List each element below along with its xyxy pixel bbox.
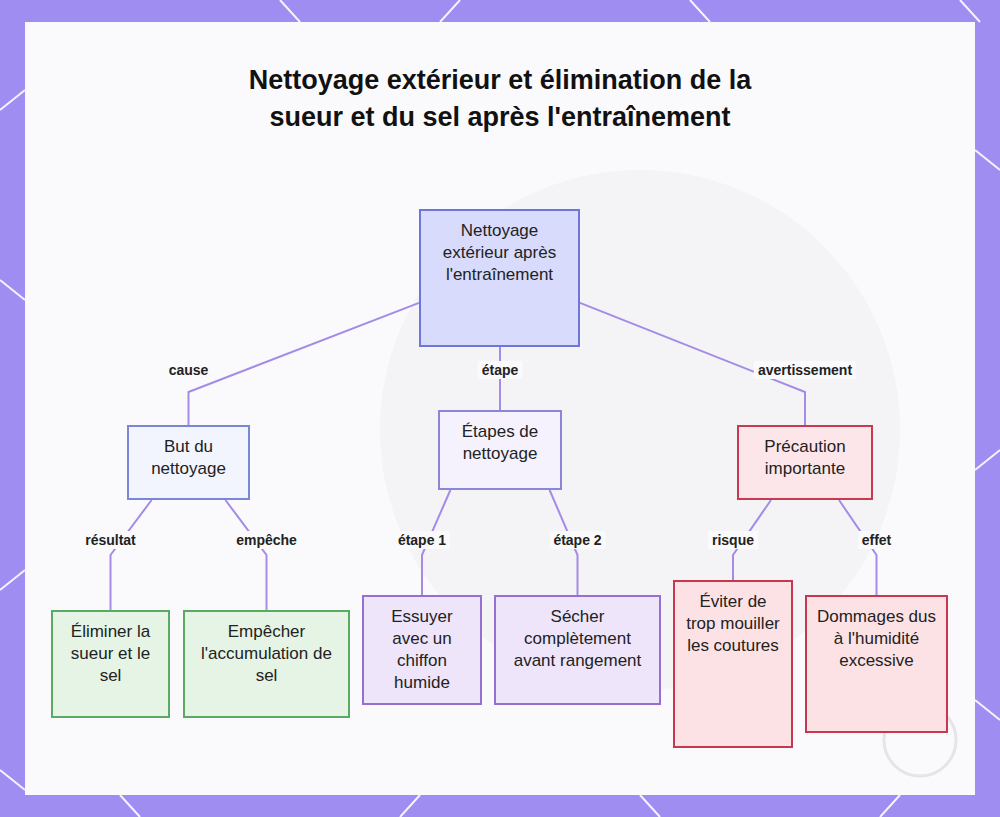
edge-label: étape 1: [394, 531, 450, 549]
warning-box: Précaution importante: [737, 425, 873, 500]
edge-label: risque: [708, 531, 758, 549]
edge-label: résultat: [81, 531, 140, 549]
risk-box: Éviter de trop mouiller les coutures: [673, 580, 793, 748]
edge-label: effet: [858, 531, 896, 549]
diagram-title: Nettoyage extérieur et élimination de la…: [230, 62, 770, 136]
edge-label: cause: [165, 361, 213, 379]
node-text: Sécher complètement avant rangement: [505, 606, 650, 672]
node-text: Précaution importante: [748, 436, 862, 480]
node-text: Nettoyage extérieur après l'entraînement: [430, 220, 569, 286]
edge-label: empêche: [232, 531, 301, 549]
risk-box: Dommages dus à l'humidité excessive: [805, 595, 948, 733]
result-box: Éliminer la sueur et le sel: [51, 610, 170, 718]
connector-line: [225, 500, 266, 610]
edge-label: avertissement: [754, 361, 856, 379]
category-box: Étapes de nettoyage: [438, 410, 562, 490]
step-box: Sécher complètement avant rangement: [494, 595, 661, 705]
node-text: Dommages dus à l'humidité excessive: [816, 606, 937, 672]
node-text: Étapes de nettoyage: [449, 421, 551, 465]
panel: [25, 22, 975, 795]
node-text: Éviter de trop mouiller les coutures: [684, 591, 782, 657]
node-text: But du nettoyage: [138, 436, 239, 480]
edge-label: étape 2: [549, 531, 605, 549]
connector-line: [189, 303, 420, 425]
edge-label: étape: [478, 361, 523, 379]
root-box: Nettoyage extérieur après l'entraînement: [419, 209, 580, 347]
result-box: Empêcher l'accumulation de sel: [183, 610, 350, 718]
node-text: Essuyer avec un chiffon humide: [373, 606, 471, 694]
node-text: Empêcher l'accumulation de sel: [194, 621, 339, 687]
category-box: But du nettoyage: [127, 425, 250, 500]
connector-line: [111, 500, 152, 610]
step-box: Essuyer avec un chiffon humide: [362, 595, 482, 705]
node-text: Éliminer la sueur et le sel: [62, 621, 159, 687]
